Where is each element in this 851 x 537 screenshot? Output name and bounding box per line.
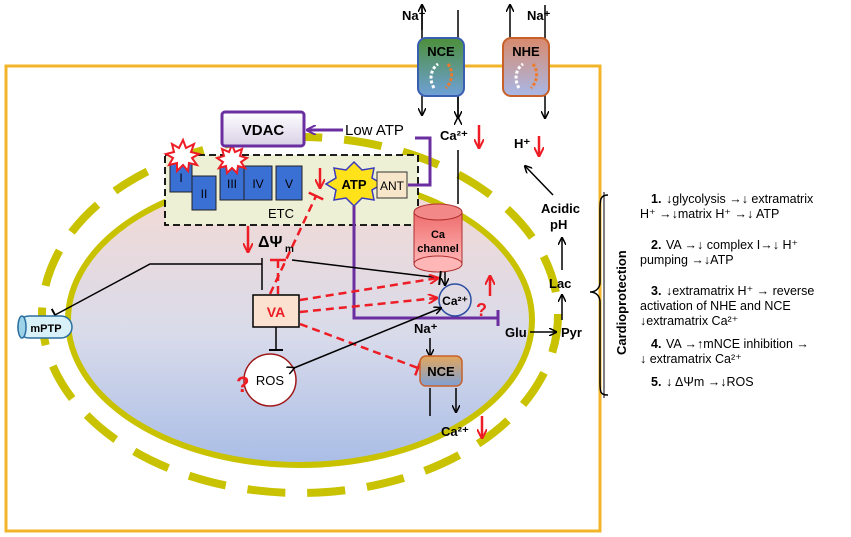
low-atp-label: Low ATP [345, 122, 404, 139]
ant-to-low-atp-line [408, 136, 432, 187]
complex-III: III [219, 165, 245, 201]
complex-V-label: V [285, 177, 293, 191]
cardioprotection-brace [589, 194, 609, 396]
complex-III-label: III [227, 177, 237, 191]
cardioprotection-item-line: H⁺ →↓matrix H⁺ →↓ ATP [640, 207, 779, 221]
vdac-label: VDAC [242, 122, 285, 139]
complex-II-label: II [201, 187, 208, 201]
burst-icon [163, 137, 202, 174]
acidic-to-h-arrow [525, 166, 554, 196]
ros-ca-bidirectional [294, 308, 441, 368]
na-label-nhe: Na⁺ [527, 8, 551, 23]
ca-channel-label-2: channel [417, 243, 459, 255]
mptp-cylinder: mPTP [17, 315, 73, 339]
cardioprotection-item-number: 1. [651, 192, 661, 206]
acidic-label: Acidic [541, 201, 580, 216]
delta-psi-sub: m [285, 244, 294, 255]
complex-V: V [275, 165, 303, 201]
question-mark-icon: ? [476, 300, 487, 320]
atp-label: ATP [341, 177, 366, 192]
va-label: VA [267, 304, 285, 320]
va-to-matrix-ca [299, 298, 437, 314]
delta-psi-inhibits-mptp [50, 263, 262, 322]
cardioprotection-item-number: 2. [651, 238, 661, 252]
question-mark-icon: ? [236, 372, 249, 397]
complex-II: II [191, 175, 217, 211]
nce-exchanger: NCE [417, 37, 465, 97]
nhe-label: NHE [512, 44, 540, 59]
cardioprotection-item: 2. VA →↓ complex I→↓ H⁺pumping →↓ATP [640, 238, 798, 267]
cardioprotection-item-line: ↓extramatrix Ca²⁺ [640, 314, 738, 328]
mito-nce: NCE [419, 355, 463, 387]
complex-IV-label: IV [252, 177, 263, 191]
cardioprotection-item: 4. VA →↑mNCE inhibition →↓ extramatrix Ca… [640, 337, 809, 366]
na-mito-label: Na⁺ [414, 321, 438, 336]
complex-IV: IV [243, 165, 273, 201]
cardioprotection-item-line: ↓ extramatrix Ca²⁺ [640, 352, 742, 366]
burst-icon [214, 142, 250, 176]
cardioprotection-item: 5. ↓ ΔΨm →↓ROS [651, 375, 754, 389]
cardioprotection-item-line: pumping →↓ATP [640, 253, 734, 267]
complex-I-label: I [179, 171, 182, 185]
cardioprotection-item-line: ↓ ΔΨm →↓ROS [666, 375, 754, 389]
atp-star: ATP [324, 160, 384, 208]
ca-channel: Ca channel [413, 203, 463, 273]
h-cyto-label: H⁺ [514, 136, 530, 151]
cardioprotection-item-line: ↓extramatrix H⁺ → reverse [666, 284, 814, 298]
cardioprotection-heading: Cardioprotection [614, 250, 629, 355]
cardioprotection-item-line: ↓glycolysis →↓ extramatrix [666, 192, 814, 206]
na-label-nce: Na⁺ [402, 8, 426, 23]
cardioprotection-item-number: 5. [651, 375, 661, 389]
lac-label: Lac [549, 276, 571, 291]
cardioprotection-item-line: VA →↓ complex I→↓ H⁺ [666, 238, 798, 252]
vdac-box: VDAC [220, 110, 306, 148]
va-box: VA [252, 294, 300, 328]
ant-label: ANT [380, 179, 405, 193]
cardioprotection-item-line: activation of NHE and NCE [640, 299, 791, 313]
mptp-label: mPTP [30, 323, 61, 335]
mnce-label: NCE [427, 364, 455, 379]
nce-label: NCE [427, 44, 455, 59]
ca-channel-label-1: Ca [431, 229, 446, 241]
matrix-ca-label: Ca²⁺ [442, 294, 468, 308]
cardioprotection-item-number: 4. [651, 337, 661, 351]
delta-psi-to-ca-channel [291, 259, 442, 286]
glu-label: Glu [505, 325, 527, 340]
etc-label: ETC [268, 206, 294, 221]
pyr-label: Pyr [561, 325, 582, 340]
va-to-ca-channel [299, 278, 438, 302]
ros-circle [243, 353, 297, 407]
cardioprotection-item-line: VA →↑mNCE inhibition → [666, 337, 809, 351]
ant-box: ANT [376, 171, 408, 199]
ca-cyto-label: Ca²⁺ [440, 128, 468, 143]
ph-label: pH [550, 217, 567, 232]
ros-label: ROS [256, 373, 285, 388]
nhe-exchanger: NHE [502, 37, 550, 97]
cardioprotection-item-number: 3. [651, 284, 661, 298]
matrix-ca-circle [438, 283, 472, 317]
delta-psi-label: ΔΨ [258, 234, 283, 251]
ca-bottom-label: Ca²⁺ [441, 424, 469, 439]
